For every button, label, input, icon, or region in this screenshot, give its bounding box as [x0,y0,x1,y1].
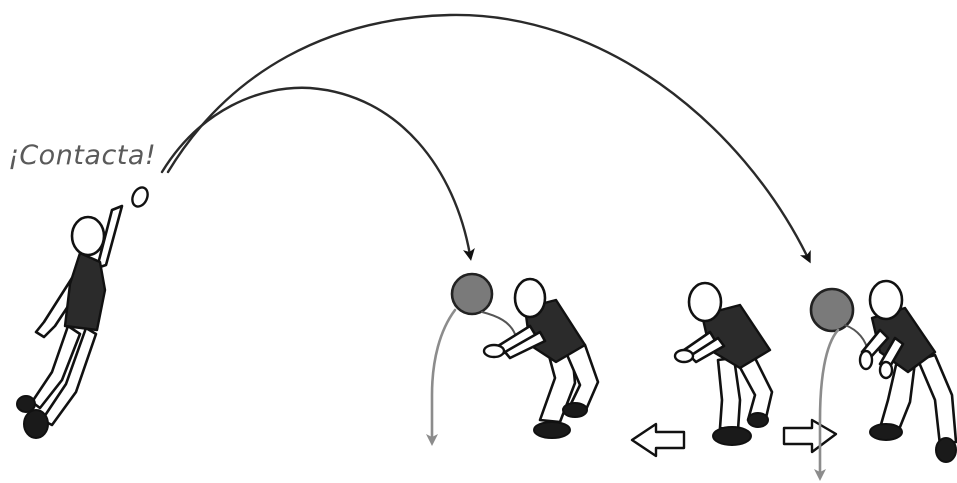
ball-1 [450,272,494,316]
ball-2 [809,287,855,333]
ball-swing-path-1 [481,311,516,335]
trajectory-arrow-long [166,13,811,264]
receiving-player-2 [858,279,957,463]
moving-player [673,281,774,446]
trajectory-arrow-short [160,86,475,261]
ball-drop-path-1 [426,308,457,446]
jumping-player [16,186,149,439]
move-left-arrow-icon [630,422,686,458]
ball-drop-path-2 [814,328,840,481]
contacta-caption: ¡Contacta! [8,140,157,171]
move-right-arrow-icon [782,418,838,454]
receiving-player-1 [482,277,600,439]
